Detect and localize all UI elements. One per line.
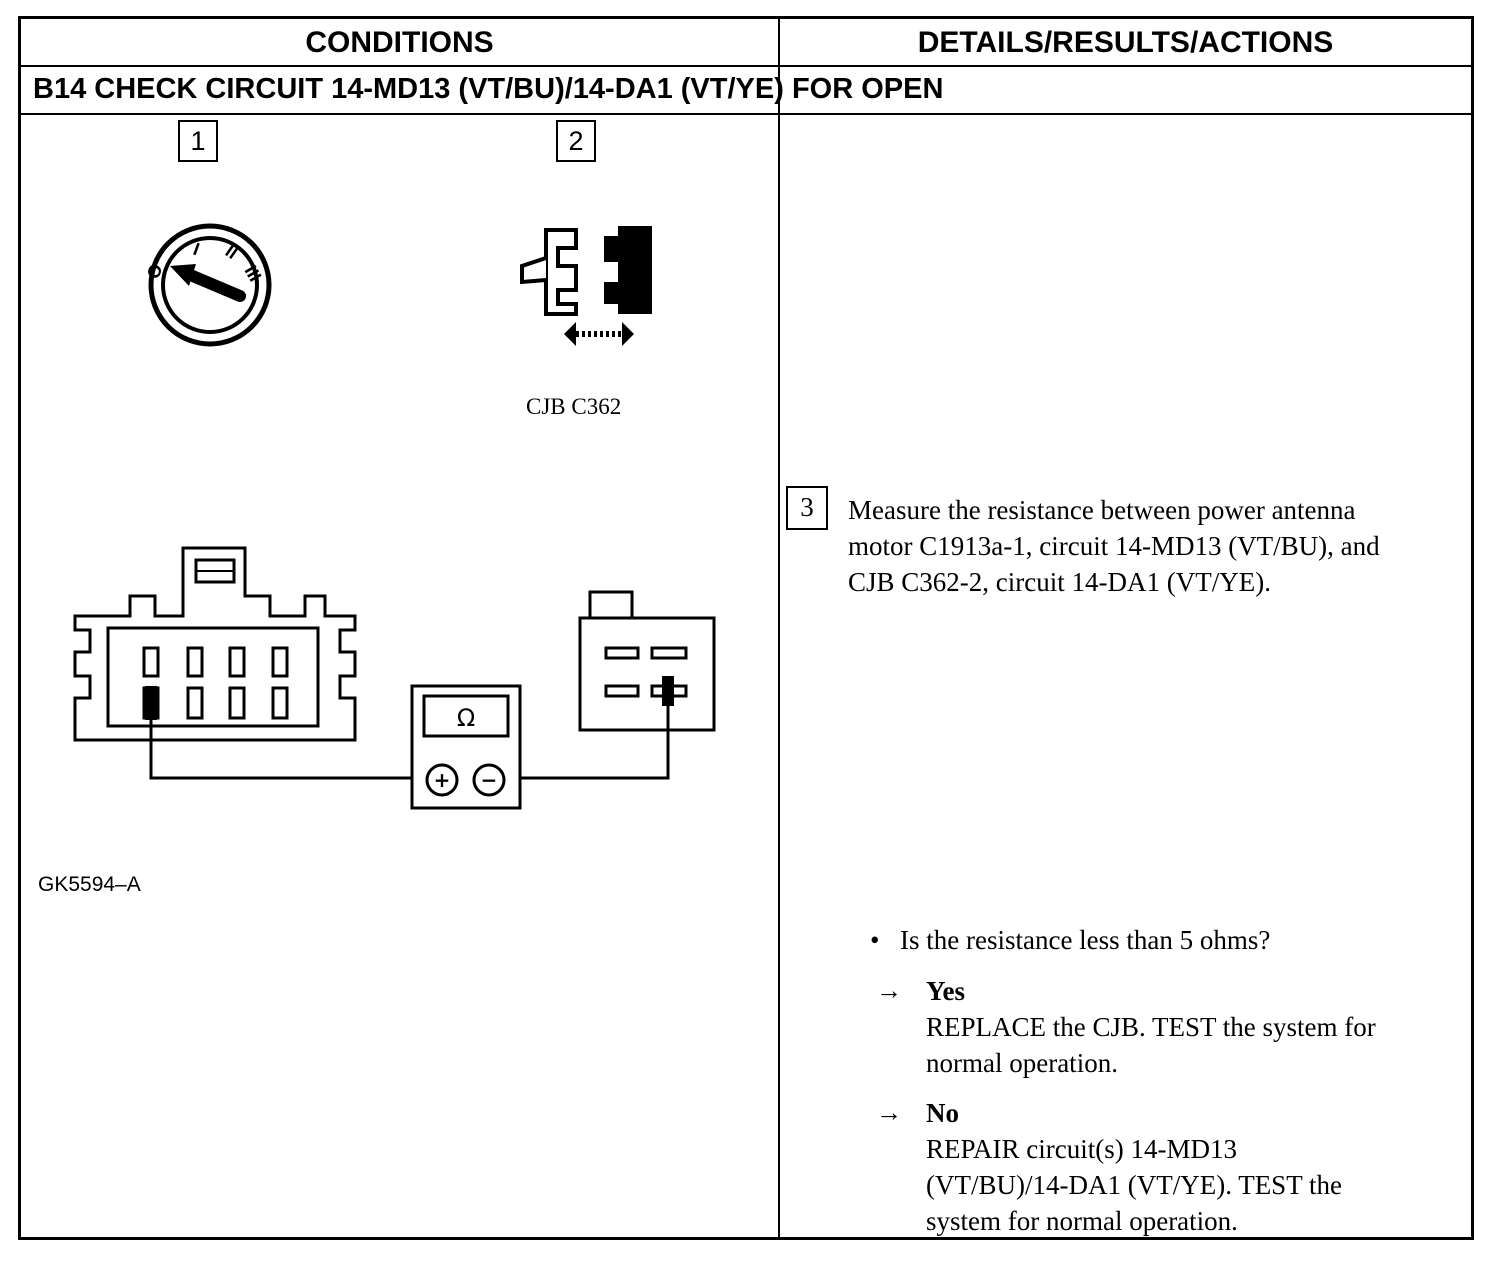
step-3-instruction: Measure the resistance between power ant…	[848, 492, 1380, 600]
no-answer: No REPAIR circuit(s) 14-MD13 (VT/BU)/14-…	[926, 1095, 1342, 1239]
negative-symbol: −	[481, 768, 498, 792]
no-label: No	[926, 1098, 959, 1128]
connector-disconnect-icon	[520, 226, 652, 346]
negative-jack	[472, 763, 506, 797]
positive-symbol: +	[434, 768, 451, 792]
antenna-motor-connector	[73, 546, 357, 742]
ohm-symbol: Ω	[457, 704, 475, 732]
step-2-caption: CJB C362	[526, 394, 622, 419]
header-divider	[21, 65, 1471, 67]
no-action-line: (VT/BU)/14-DA1 (VT/YE). TEST the	[926, 1170, 1342, 1200]
conditions-header: CONDITIONS	[305, 26, 494, 59]
instruction-line: motor C1913a-1, circuit 14-MD13 (VT/BU),…	[848, 531, 1380, 561]
title-divider	[21, 113, 1471, 115]
step-1-box: 1	[178, 120, 218, 162]
ohmmeter-hookup-diagram: Ω + −	[73, 546, 716, 810]
diagnostic-test-table: CONDITIONS DETAILS/RESULTS/ACTIONS B14 C…	[18, 16, 1474, 1240]
instruction-line: Measure the resistance between power ant…	[848, 495, 1356, 525]
yes-arrow-icon: →	[876, 976, 902, 1005]
step-3-box: 3	[786, 486, 828, 530]
cjb-c362-connector	[578, 590, 716, 732]
no-action-line: system for normal operation.	[926, 1206, 1238, 1236]
positive-jack	[425, 763, 459, 797]
no-arrow-icon: →	[876, 1098, 902, 1127]
figure-id: GK5594–A	[38, 873, 141, 896]
yes-action-line: REPLACE the CJB. TEST the system for	[926, 1012, 1376, 1042]
column-divider	[778, 19, 780, 1240]
details-header: DETAILS/RESULTS/ACTIONS	[917, 26, 1334, 59]
yes-action-line: normal operation.	[926, 1048, 1118, 1078]
question-bullet: •	[870, 925, 880, 955]
yes-label: Yes	[926, 976, 965, 1006]
no-action-line: REPAIR circuit(s) 14-MD13	[926, 1134, 1237, 1164]
instruction-line: CJB C362-2, circuit 14-DA1 (VT/YE).	[848, 567, 1271, 597]
question-text: Is the resistance less than 5 ohms?	[900, 925, 1271, 955]
ohmmeter: Ω + −	[410, 684, 522, 810]
test-step-title: B14 CHECK CIRCUIT 14-MD13 (VT/BU)/14-DA1…	[33, 73, 944, 105]
ignition-off-label: O	[143, 261, 167, 281]
ignition-switch-off-icon: O I II III	[143, 223, 272, 347]
step-2-box: 2	[556, 120, 596, 162]
yes-answer: Yes REPLACE the CJB. TEST the system for…	[926, 973, 1376, 1081]
ignition-acc-label: I	[191, 239, 203, 260]
